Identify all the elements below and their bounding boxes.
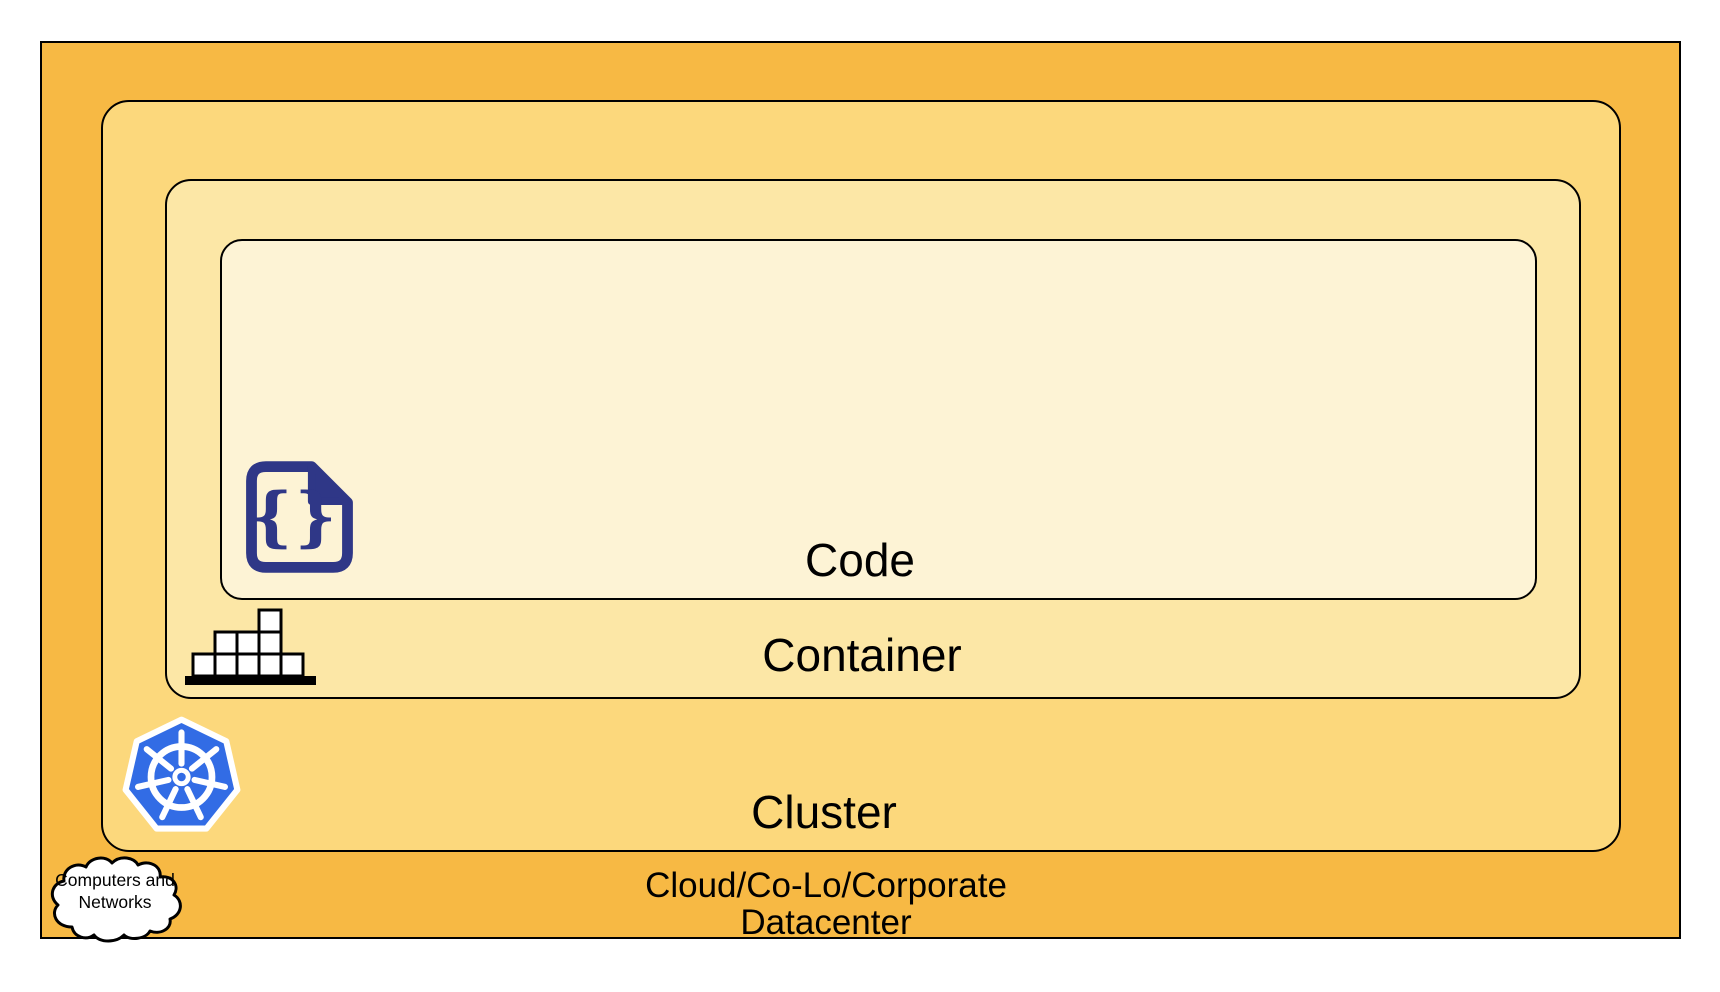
datacenter-label-line1: Cloud/Co-Lo/Corporate xyxy=(645,866,1007,905)
container-layer-label: Container xyxy=(762,629,962,681)
datacenter-layer-label: Cloud/Co-Lo/Corporate Datacenter xyxy=(0,867,1686,941)
datacenter-label-line2: Datacenter xyxy=(740,903,912,942)
container-stack-icon xyxy=(185,608,316,685)
layer-code-rect xyxy=(220,239,1537,600)
cloud-icon xyxy=(50,856,182,943)
braces-glyph: {} xyxy=(251,479,339,555)
container-boxes xyxy=(191,608,305,678)
kubernetes-icon xyxy=(122,716,241,832)
code-file-icon: {} xyxy=(246,461,353,573)
cloud-label-line1: Computers and xyxy=(55,870,175,890)
cloud-label: Computers and Networks xyxy=(42,869,188,913)
code-layer-label: Code xyxy=(805,534,915,586)
cluster-layer-label: Cluster xyxy=(751,786,897,838)
document-outline xyxy=(246,461,353,573)
helm-wheel xyxy=(135,729,228,821)
document-fold xyxy=(307,461,352,505)
container-base-bar xyxy=(185,676,316,685)
wheel-hub-dot xyxy=(177,772,186,782)
cloud-shape xyxy=(50,856,182,943)
cloud-label-line2: Networks xyxy=(78,892,152,912)
